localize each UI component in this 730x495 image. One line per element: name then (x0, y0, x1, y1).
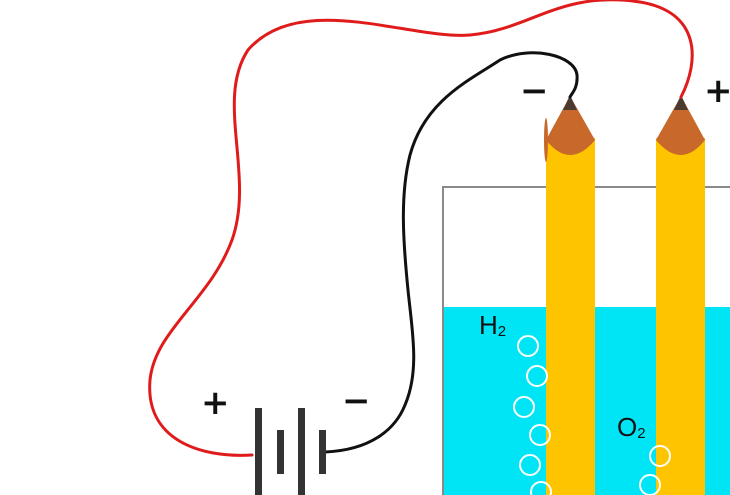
anode-sign-label: + (704, 71, 730, 111)
hydrogen-subscript: 2 (497, 323, 507, 340)
cathode-electrode (544, 95, 595, 495)
hydrogen-symbol: H (479, 310, 498, 340)
oxygen-bubbles (639, 445, 671, 495)
oxygen-subscript: 2 (637, 425, 646, 442)
positive-wire (148, 0, 694, 457)
battery-positive-label: + (201, 383, 230, 423)
oxygen-symbol: O (617, 412, 638, 442)
container (442, 186, 730, 495)
negative-wire (323, 51, 579, 454)
anode-electrode (656, 95, 705, 495)
battery (255, 408, 326, 495)
oxygen-label: O2 (617, 412, 646, 442)
cathode-sign-label: − (520, 71, 549, 111)
hydrogen-bubbles (513, 335, 552, 495)
hydrogen-label: H2 (479, 310, 507, 340)
battery-negative-label: − (342, 381, 371, 421)
